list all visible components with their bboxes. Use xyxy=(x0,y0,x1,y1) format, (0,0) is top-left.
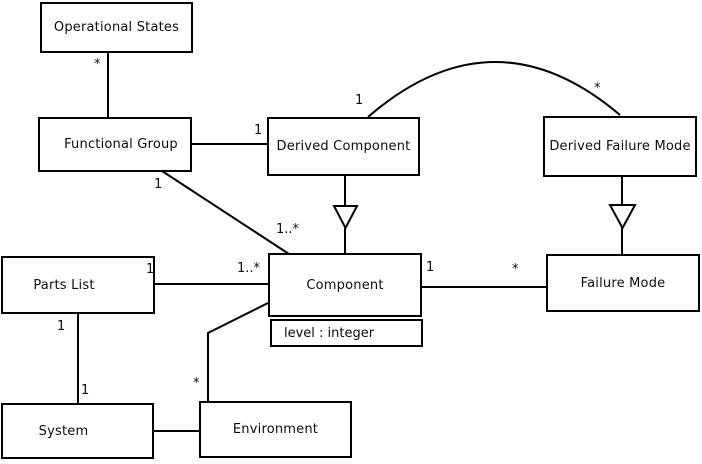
class-operational-states: Operational States xyxy=(40,2,193,53)
class-name-label: Environment xyxy=(232,422,319,437)
association-arc-derived-component-derived-failure-mode xyxy=(367,61,621,118)
multiplicity-label: * xyxy=(94,57,101,72)
class-derived-component: Derived Component xyxy=(267,117,420,176)
class-system: System xyxy=(1,403,154,459)
class-component: Component xyxy=(268,253,422,317)
multiplicity-label: * xyxy=(512,262,519,277)
class-environment: Environment xyxy=(199,401,352,458)
class-name-label: Functional Group xyxy=(64,137,178,152)
multiplicity-label: 1 xyxy=(154,177,163,192)
attribute-label: level : integer xyxy=(284,325,375,341)
class-name-label: Derived Failure Mode xyxy=(549,139,691,154)
generalization-arrow-derived-component xyxy=(332,205,359,231)
multiplicity-label: 1 xyxy=(254,123,263,138)
association-functional-group-component xyxy=(161,170,290,255)
generalization-arrow-derived-failure-mode xyxy=(608,204,637,231)
class-parts-list: Parts List xyxy=(1,256,155,314)
class-derived-failure-mode: Derived Failure Mode xyxy=(543,116,697,177)
class-name-label: Failure Mode xyxy=(580,275,666,291)
class-name-label: System xyxy=(38,423,89,439)
class-name-label: Component xyxy=(306,277,384,293)
class-name-label: Parts List xyxy=(33,277,95,293)
multiplicity-label: 1..* xyxy=(276,222,300,237)
multiplicity-label: 1 xyxy=(355,93,364,108)
class-failure-mode: Failure Mode xyxy=(546,254,700,312)
multiplicity-label: 1..* xyxy=(237,261,261,276)
association-component-environment xyxy=(207,302,269,401)
multiplicity-label: 1 xyxy=(146,262,155,277)
class-functional-group: Functional Group xyxy=(38,117,192,172)
class-name-label: Derived Component xyxy=(276,139,411,154)
multiplicity-label: 1 xyxy=(57,319,66,334)
multiplicity-label: * xyxy=(594,81,601,96)
class-name-label: Operational States xyxy=(53,20,180,35)
multiplicity-label: * xyxy=(193,376,200,391)
class-component-attributes: level : integer xyxy=(270,319,423,347)
multiplicity-label: 1 xyxy=(426,260,435,275)
multiplicity-label: 1 xyxy=(81,383,90,398)
